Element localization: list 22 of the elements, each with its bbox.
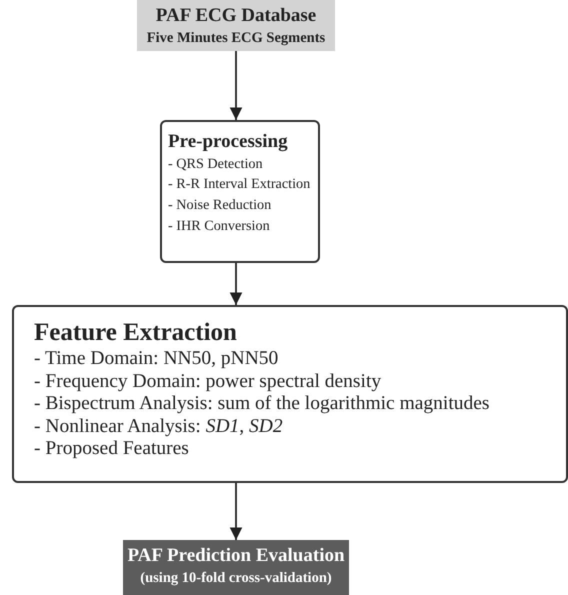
list-item: - Proposed Features [34, 438, 189, 461]
arrow [230, 483, 242, 540]
arrow [230, 51, 242, 120]
list-item: - Time Domain: NN50, pNN50 [34, 348, 278, 371]
process-box [12, 305, 568, 483]
list-item: - Nonlinear Analysis: SD1, SD2 [34, 416, 283, 438]
list-item: - R-R Interval Extraction [168, 175, 310, 194]
list-item: - QRS Detection [168, 154, 263, 174]
arrow [230, 263, 242, 305]
step-heading: Feature Extraction [34, 318, 237, 348]
database-box [137, 0, 335, 51]
process-box [160, 120, 320, 263]
list-item: - Frequency Domain: power spectral density [34, 370, 382, 394]
database-title: PAF ECG Database [154, 4, 318, 28]
list-item: - Noise Reduction [168, 196, 272, 216]
evaluation-title: PAF Prediction Evaluation [126, 544, 346, 568]
database-subtitle: Five Minutes ECG Segments [146, 28, 326, 48]
result-box [123, 540, 349, 595]
step-heading: Pre-processing [168, 130, 288, 154]
list-item: - IHR Conversion [168, 216, 270, 236]
list-item: - Bispectrum Analysis: sum of the logarithmic magnitudes [34, 393, 490, 416]
evaluation-subtitle: (using 10-fold cross-validation) [139, 568, 333, 588]
